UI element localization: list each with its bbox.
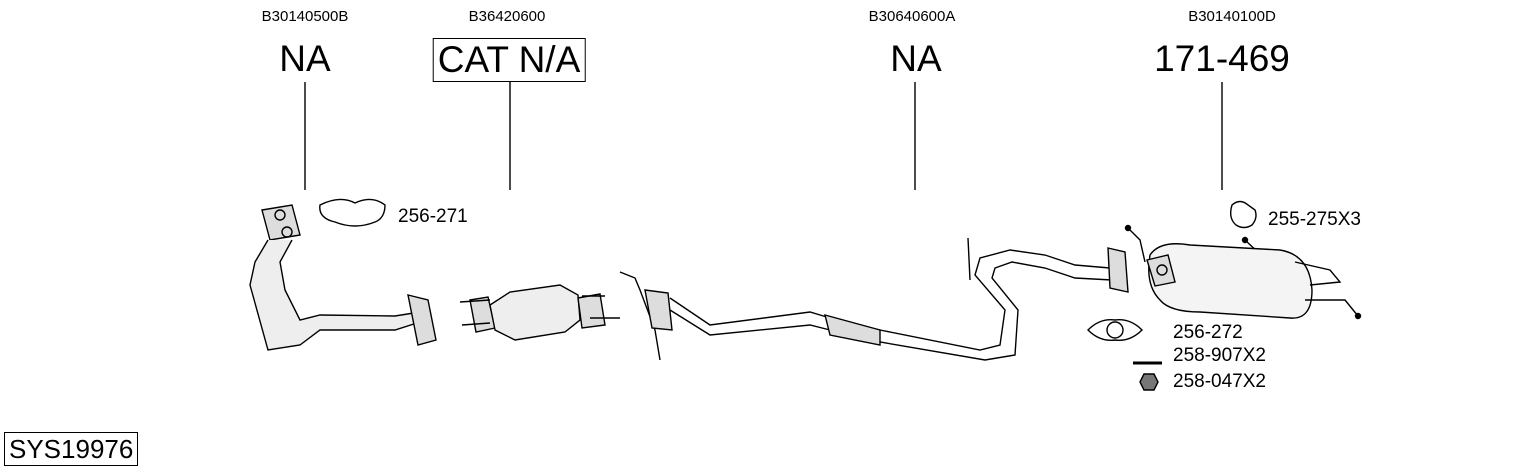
system-id: SYS19976 [4,432,139,466]
part-label-2: CAT N/A [432,38,586,82]
gasket-front-label: 256-271 [398,206,468,227]
gasket-front-drawing [319,198,386,227]
nut-icon [1139,373,1159,391]
front-pipe-drawing [249,204,437,351]
gasket-rear-hole [1106,321,1124,339]
part-code-4: B30140100D [1188,8,1276,25]
part-code-3: B30640600A [868,8,956,25]
hanger-icon [1229,200,1257,229]
middle-pipe-drawing [619,237,1129,361]
part-code-1: B30140500B [261,8,349,25]
nut-label: 258-047X2 [1173,371,1266,392]
gasket-rear-label: 256-272 [1173,322,1243,343]
rear-silencer-drawing [1124,224,1362,320]
part-label-1: NA [279,38,331,79]
part-label-3: NA [890,38,942,79]
part-code-2: B36420600 [468,8,546,25]
hanger-label: 255-275X3 [1268,209,1361,230]
catalyst-drawing [459,284,620,341]
gasket-rear-icon [1087,319,1143,341]
part-label-4: 171-469 [1154,38,1290,79]
bolt-label: 258-907X2 [1173,345,1266,366]
